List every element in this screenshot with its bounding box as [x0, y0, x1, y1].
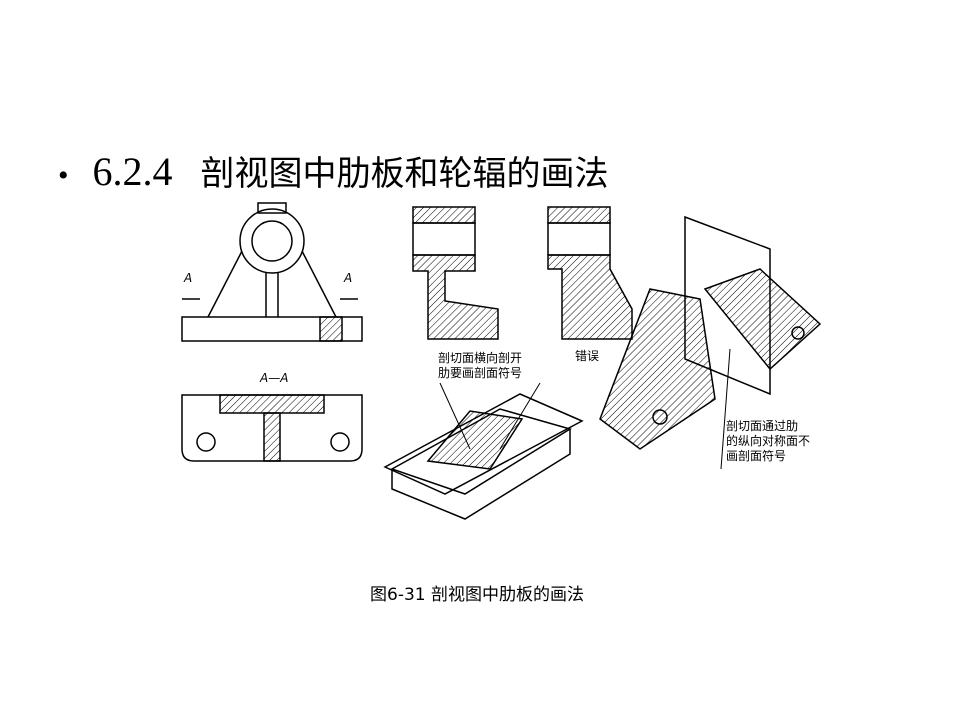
slide-title: • 6.2.4 剖视图中肋板和轮辐的画法	[58, 146, 609, 195]
front-view	[181, 202, 363, 342]
bullet: •	[58, 159, 69, 192]
wrong-label: 错误	[575, 349, 600, 363]
wrong-section	[547, 206, 633, 340]
figure-caption: 图6-31 剖视图中肋板的画法	[370, 585, 584, 605]
section-view-aa	[181, 394, 363, 462]
technical-drawing	[181, 202, 822, 520]
section-view-label: A—A	[260, 371, 289, 385]
section-title: 剖视图中肋板和轮辐的画法	[200, 154, 609, 194]
note-line: 画剖面符号	[726, 449, 787, 463]
isometric-longitudinal-cut	[599, 215, 822, 450]
note-line: 肋要画剖面符号	[438, 366, 523, 380]
note-line: 剖切面通过肋	[726, 419, 799, 433]
correct-section	[412, 206, 499, 340]
isometric-transverse-cut	[383, 393, 584, 520]
note-longitudinal: 剖切面通过肋 的纵向对称面不 画剖面符号	[726, 419, 810, 464]
section-number: 6.2.4	[92, 149, 173, 194]
rib-section-figure: A A A—A 剖切面横向剖开 肋要画剖面符号 错误 剖切面通过肋 的纵向对称面…	[170, 199, 850, 549]
section-mark-left: A	[184, 271, 193, 285]
section-mark-right: A	[344, 271, 353, 285]
note-line: 剖切面横向剖开	[438, 351, 523, 365]
note-transverse: 剖切面横向剖开 肋要画剖面符号	[438, 351, 522, 381]
note-line: 的纵向对称面不	[726, 434, 811, 448]
